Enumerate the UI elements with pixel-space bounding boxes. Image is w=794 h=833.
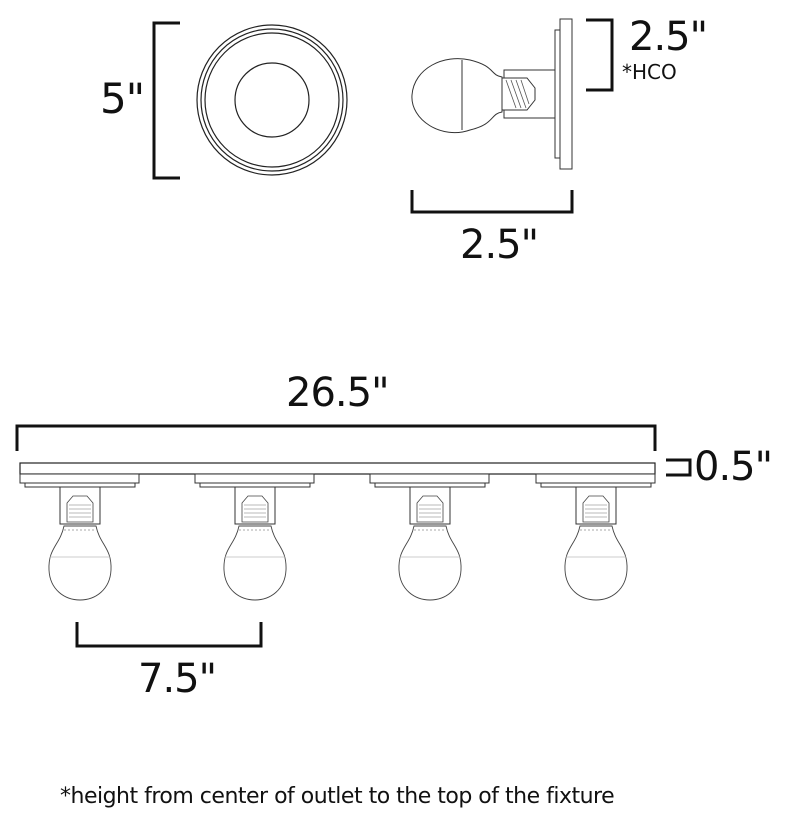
light-unit-3 <box>369 473 490 601</box>
height-dimension-label: 5" <box>100 74 145 123</box>
side-view-fixture <box>411 18 573 170</box>
hco-label: *HCO <box>622 60 677 84</box>
height-dimension-bracket <box>152 21 180 180</box>
front-view-backplate <box>196 24 348 176</box>
light-unit-2 <box>194 473 315 601</box>
depth-dimension-bracket <box>410 190 574 214</box>
depth-dimension-label: 2.5" <box>460 222 539 268</box>
backplate-depth-label: 0.5" <box>694 444 773 490</box>
light-unit-1 <box>19 473 140 601</box>
width-dimension-bracket <box>15 424 657 451</box>
bulb-spacing-label: 7.5" <box>138 656 217 702</box>
fixture-backplate <box>19 462 656 475</box>
hco-dimension-label: 2.5" <box>629 14 708 60</box>
light-unit-4 <box>535 473 656 601</box>
width-dimension-label: 26.5" <box>286 370 389 416</box>
hco-dimension-bracket <box>586 18 614 92</box>
bulb-spacing-bracket <box>75 622 263 648</box>
footnote: *height from center of outlet to the top… <box>60 784 615 809</box>
backplate-depth-bracket <box>666 458 692 477</box>
